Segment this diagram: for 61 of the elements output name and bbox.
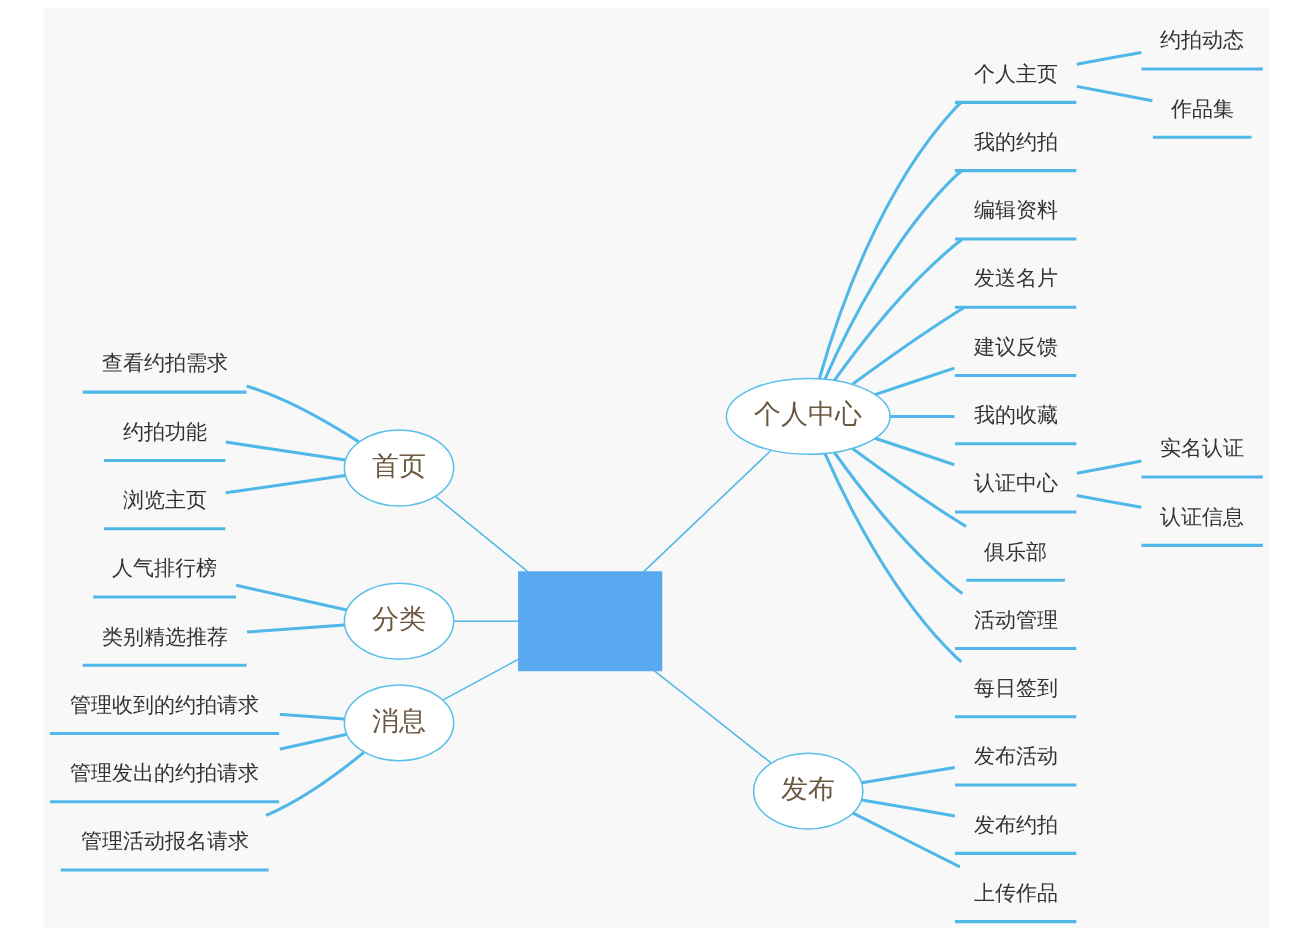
node-text: 发布约拍	[973, 811, 1058, 837]
node-ellipse: 分类	[343, 582, 454, 660]
connector	[1076, 50, 1142, 66]
connector	[874, 436, 955, 467]
node-text: 约拍动态	[1159, 27, 1244, 53]
connector	[851, 811, 961, 869]
connector	[235, 583, 347, 612]
node-text: 认证中心	[973, 470, 1058, 496]
connector	[861, 765, 955, 785]
connector	[265, 751, 365, 817]
node-text: 活动管理	[973, 606, 1058, 632]
node-text: 认证信息	[1159, 503, 1244, 529]
connector	[832, 238, 963, 382]
connector	[823, 453, 962, 663]
connector	[1075, 84, 1153, 103]
node-ellipse: 首页	[343, 429, 454, 507]
node-text: 查看约拍需求	[101, 350, 228, 376]
connector	[246, 623, 345, 634]
node-text: 管理收到的约拍请求	[69, 691, 259, 717]
connector	[832, 451, 963, 595]
node-text: 类别精选推荐	[101, 623, 228, 649]
connector	[245, 384, 360, 444]
connector	[642, 450, 771, 573]
connector	[851, 447, 967, 528]
node-text: 编辑资料	[973, 197, 1058, 223]
connector	[1076, 494, 1142, 509]
connector	[225, 440, 345, 462]
node-text: 实名认证	[1159, 435, 1244, 461]
node-ellipse: 消息	[343, 684, 454, 762]
connector	[874, 366, 955, 397]
node-text: 上传作品	[973, 879, 1058, 905]
node-text: 管理活动报名请求	[80, 828, 249, 854]
connector	[817, 101, 962, 379]
node-text: 个人主页	[973, 60, 1058, 86]
node-text: 作品集	[1170, 95, 1234, 121]
connector	[279, 712, 345, 721]
node-text: 俱乐部	[983, 538, 1047, 564]
node-ellipse: 发布	[752, 752, 864, 830]
connector	[851, 306, 965, 386]
node-ellipse: 个人中心	[725, 377, 891, 456]
node-text: 管理发出的约拍请求	[69, 760, 259, 786]
connector	[823, 169, 962, 380]
node-text: 我的约拍	[973, 128, 1058, 154]
connector	[441, 658, 519, 701]
node-text: 建议反馈	[973, 333, 1058, 359]
connector	[278, 732, 347, 751]
node-text: 每日签到	[973, 675, 1058, 701]
node-text: 浏览主页	[122, 486, 207, 512]
connector	[434, 495, 529, 573]
connector	[1075, 459, 1142, 475]
node-text: 人气排行榜	[111, 555, 217, 581]
connector	[225, 474, 345, 495]
node-text: 发送名片	[973, 265, 1058, 291]
node-text: 我的收藏	[973, 402, 1058, 428]
connector	[889, 414, 954, 418]
node-text: 发布活动	[973, 743, 1058, 769]
node-box	[517, 571, 662, 672]
connector	[653, 670, 772, 764]
connector	[452, 620, 519, 622]
node-text: 约拍功能	[122, 418, 207, 444]
connector	[861, 798, 955, 818]
